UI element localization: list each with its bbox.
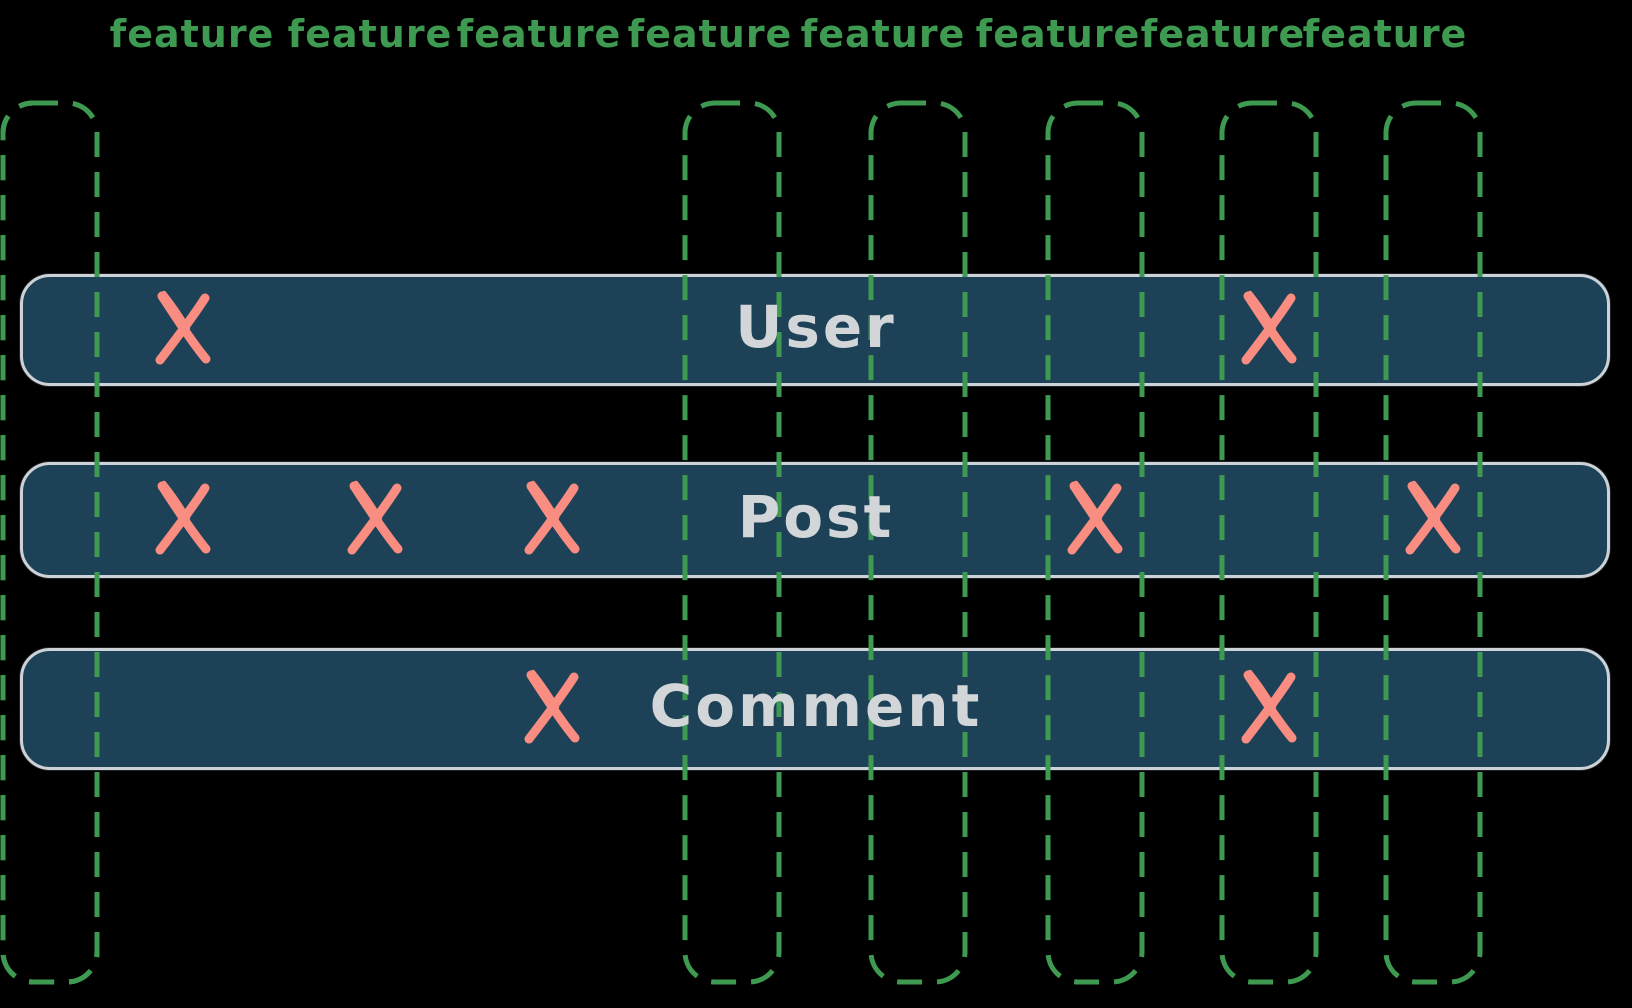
row-comment (20, 648, 1610, 770)
x-mark-icon (1067, 480, 1123, 555)
x-mark-icon (524, 480, 580, 555)
feature-label-6: feature (975, 12, 1141, 56)
x-mark-icon (524, 669, 580, 744)
feature-column-8 (0, 100, 100, 985)
x-mark-icon (155, 290, 211, 365)
feature-label-4: feature (627, 12, 793, 56)
x-mark-icon (347, 480, 403, 555)
feature-label-3: feature (456, 12, 622, 56)
feature-label-7: feature (1140, 12, 1306, 56)
feature-label-8: feature (1302, 12, 1468, 56)
feature-label-2: feature (287, 12, 453, 56)
x-mark-icon (1241, 290, 1297, 365)
feature-label-1: feature (109, 12, 275, 56)
feature-column-3 (1045, 100, 1145, 985)
feature-column-5 (1383, 100, 1483, 985)
row-user (20, 274, 1610, 386)
x-mark-icon (1241, 669, 1297, 744)
feature-column-1 (682, 100, 782, 985)
x-mark-icon (1405, 480, 1461, 555)
feature-label-5: feature (800, 12, 966, 56)
row-post (20, 462, 1610, 578)
feature-column-4 (1219, 100, 1319, 985)
feature-column-2 (868, 100, 968, 985)
x-mark-icon (155, 480, 211, 555)
